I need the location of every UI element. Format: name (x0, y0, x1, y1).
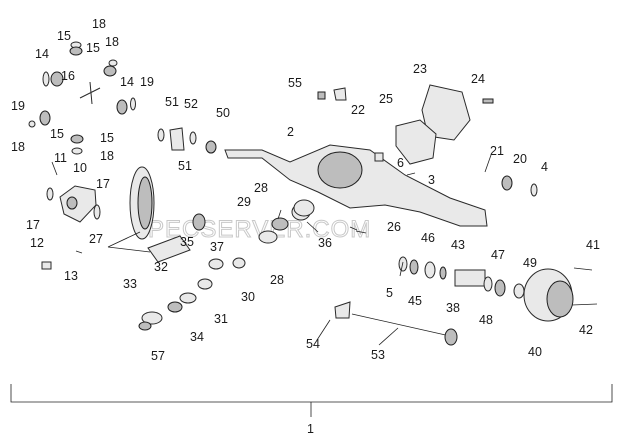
callout-2: 2 (287, 125, 294, 139)
callout-45: 45 (408, 294, 422, 308)
callout-24: 24 (471, 72, 485, 86)
callout-1: 1 (307, 422, 314, 436)
callout-18: 18 (100, 149, 114, 163)
callout-25: 25 (379, 92, 393, 106)
callout-22: 22 (351, 103, 365, 117)
callout-34: 34 (190, 330, 204, 344)
callout-6: 6 (397, 156, 404, 170)
callout-43: 43 (451, 238, 465, 252)
callout-33: 33 (123, 277, 137, 291)
callout-40: 40 (528, 345, 542, 359)
callout-28: 28 (254, 181, 268, 195)
callout-28: 28 (270, 273, 284, 287)
callout-18: 18 (92, 17, 106, 31)
callout-26: 26 (387, 220, 401, 234)
callout-4: 4 (541, 160, 548, 174)
callout-11: 11 (54, 151, 67, 165)
callout-37: 37 (210, 240, 224, 254)
callout-18: 18 (11, 140, 25, 154)
differential-small-parts (28, 41, 136, 270)
callout-27: 27 (89, 232, 103, 246)
callout-30: 30 (241, 290, 255, 304)
callout-20: 20 (513, 152, 527, 166)
callout-21: 21 (490, 144, 504, 158)
callout-57: 57 (151, 349, 165, 363)
callout-14: 14 (35, 47, 49, 61)
callout-15: 15 (57, 29, 71, 43)
callout-10: 10 (73, 161, 87, 175)
callout-51: 51 (178, 159, 192, 173)
callout-labels: 18 15 15 18 14 16 14 19 19 18 15 15 18 1… (11, 17, 600, 436)
callout-49: 49 (523, 256, 537, 270)
callout-18: 18 (105, 35, 119, 49)
callout-35: 35 (180, 235, 194, 249)
callout-3: 3 (428, 173, 435, 187)
callout-50: 50 (216, 106, 230, 120)
callout-53: 53 (371, 348, 385, 362)
callout-15: 15 (50, 127, 64, 141)
callout-42: 42 (579, 323, 593, 337)
callout-41: 41 (586, 238, 600, 252)
hub-assembly (334, 256, 598, 346)
callout-52: 52 (184, 97, 198, 111)
callout-36: 36 (318, 236, 332, 250)
callout-46: 46 (421, 231, 435, 245)
callout-19: 19 (140, 75, 154, 89)
callout-13: 13 (64, 269, 78, 283)
callout-5: 5 (386, 286, 393, 300)
callout-29: 29 (237, 195, 251, 209)
callout-54: 54 (306, 337, 320, 351)
callout-17: 17 (26, 218, 40, 232)
callout-51: 51 (165, 95, 179, 109)
leader-lines (107, 209, 404, 346)
callout-31: 31 (214, 312, 228, 326)
callout-15: 15 (100, 131, 114, 145)
callout-12: 12 (30, 236, 44, 250)
callout-19: 19 (11, 99, 25, 113)
callout-16: 16 (61, 69, 75, 83)
assembly-bracket (10, 384, 613, 417)
callout-55: 55 (288, 76, 302, 90)
callout-15: 15 (86, 41, 100, 55)
callout-17: 17 (96, 177, 110, 191)
callout-32: 32 (154, 260, 168, 274)
callout-23: 23 (413, 62, 427, 76)
axle-housing (157, 84, 538, 234)
callout-14: 14 (120, 75, 134, 89)
callout-48: 48 (479, 313, 493, 327)
callout-38: 38 (446, 301, 460, 315)
callout-47: 47 (491, 248, 505, 262)
